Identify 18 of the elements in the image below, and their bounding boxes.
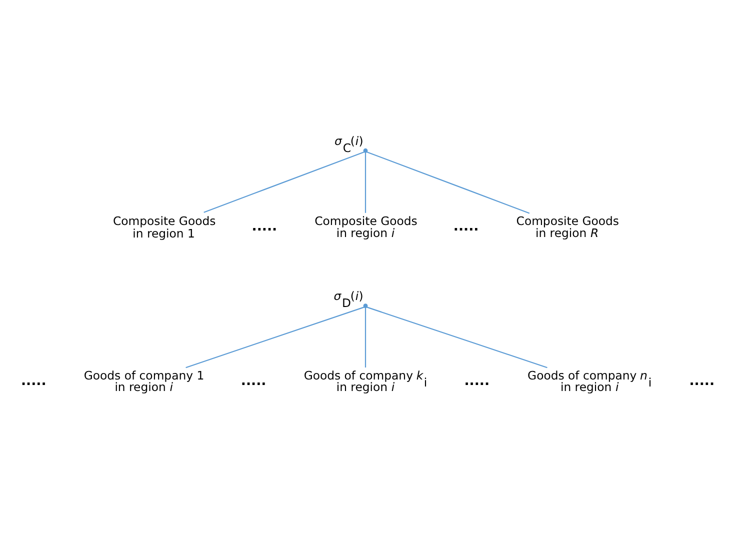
node-text: Composite Goods in region R xyxy=(516,214,619,240)
connector xyxy=(186,306,364,368)
connector xyxy=(364,152,366,213)
label: ..... xyxy=(464,374,490,389)
label: ..... xyxy=(252,220,278,235)
node-point xyxy=(363,304,368,308)
label: ..... xyxy=(20,374,46,389)
label: ..... xyxy=(240,374,266,389)
node-text: Composite Goods in region 1 xyxy=(113,214,216,241)
node-text: Goods of company 1 in region i xyxy=(84,368,204,394)
label: ..... xyxy=(689,374,715,389)
connector xyxy=(204,151,364,213)
label: ..... xyxy=(453,220,479,235)
connector xyxy=(364,308,366,368)
node-text: Composite Goods in region i xyxy=(314,214,418,240)
connector xyxy=(366,151,530,214)
node-point xyxy=(363,148,368,153)
connector xyxy=(366,306,548,368)
